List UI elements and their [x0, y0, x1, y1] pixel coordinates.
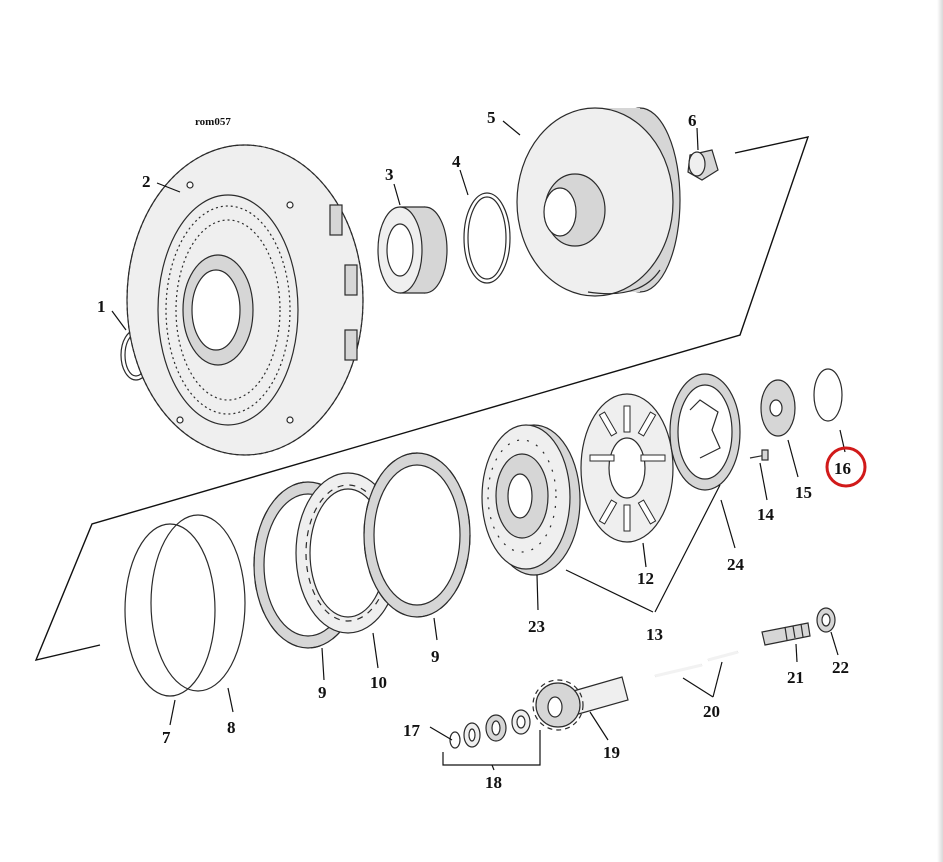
part-6-nut	[687, 149, 719, 181]
callout-9-right: 9	[431, 647, 440, 666]
callout-3: 3	[385, 165, 394, 184]
part-22-locknut	[816, 607, 836, 633]
part-2-clutch-shell	[126, 144, 364, 456]
callout-13: 13	[646, 625, 663, 644]
callout-4: 4	[452, 152, 461, 171]
callout-20: 20	[703, 702, 720, 721]
part-15-adjusting-plate	[760, 379, 796, 437]
part-16-retaining-ring	[813, 368, 843, 422]
callout-15: 15	[795, 483, 812, 502]
part-12-diaphragm-spring	[580, 393, 674, 543]
part-20-pushrods	[654, 650, 739, 678]
callout-7: 7	[162, 728, 171, 747]
part-9-friction-plate-right	[363, 452, 471, 618]
callout-16: 16	[834, 459, 851, 478]
callout-5: 5	[487, 108, 496, 127]
part-18-bearing-set	[463, 709, 531, 748]
callout-18: 18	[485, 773, 502, 792]
callout-22: 22	[832, 658, 849, 677]
part-21-adjusting-screw	[761, 622, 811, 646]
callout-1: 1	[97, 297, 106, 316]
part-5-clutch-hub	[516, 107, 681, 297]
highlight-circle	[825, 446, 867, 488]
callout-19: 19	[603, 743, 620, 762]
part-14-screw	[749, 449, 769, 461]
callout-2: 2	[142, 172, 151, 191]
callout-6: 6	[688, 111, 697, 130]
part-17-clip	[449, 731, 461, 749]
edge-shadow	[937, 0, 943, 862]
part-23-pressure-plate	[481, 424, 581, 576]
assembly-outline	[34, 136, 810, 661]
callout-12: 12	[637, 569, 654, 588]
part-24-spring-seat	[669, 373, 741, 491]
callout-14: 14	[757, 505, 775, 524]
callout-8: 8	[227, 718, 236, 737]
callout-21: 21	[787, 668, 804, 687]
part-7-ring	[124, 523, 216, 697]
callout-17: 17	[403, 721, 421, 740]
callout-9-left: 9	[318, 683, 327, 702]
part-4-retaining-ring	[463, 192, 511, 284]
callout-10: 10	[370, 673, 387, 692]
part-19-release-gear	[532, 676, 629, 731]
callout-23: 23	[528, 617, 545, 636]
diagram-code-label: rom057	[195, 116, 231, 128]
callout-24: 24	[727, 555, 745, 574]
part-8-ring	[150, 514, 246, 692]
part-3-bearing	[377, 206, 448, 294]
callout-labels: rom057 1 2 3 4 5 6 7 8 9 9 10 12 13 14 1…	[97, 108, 851, 792]
